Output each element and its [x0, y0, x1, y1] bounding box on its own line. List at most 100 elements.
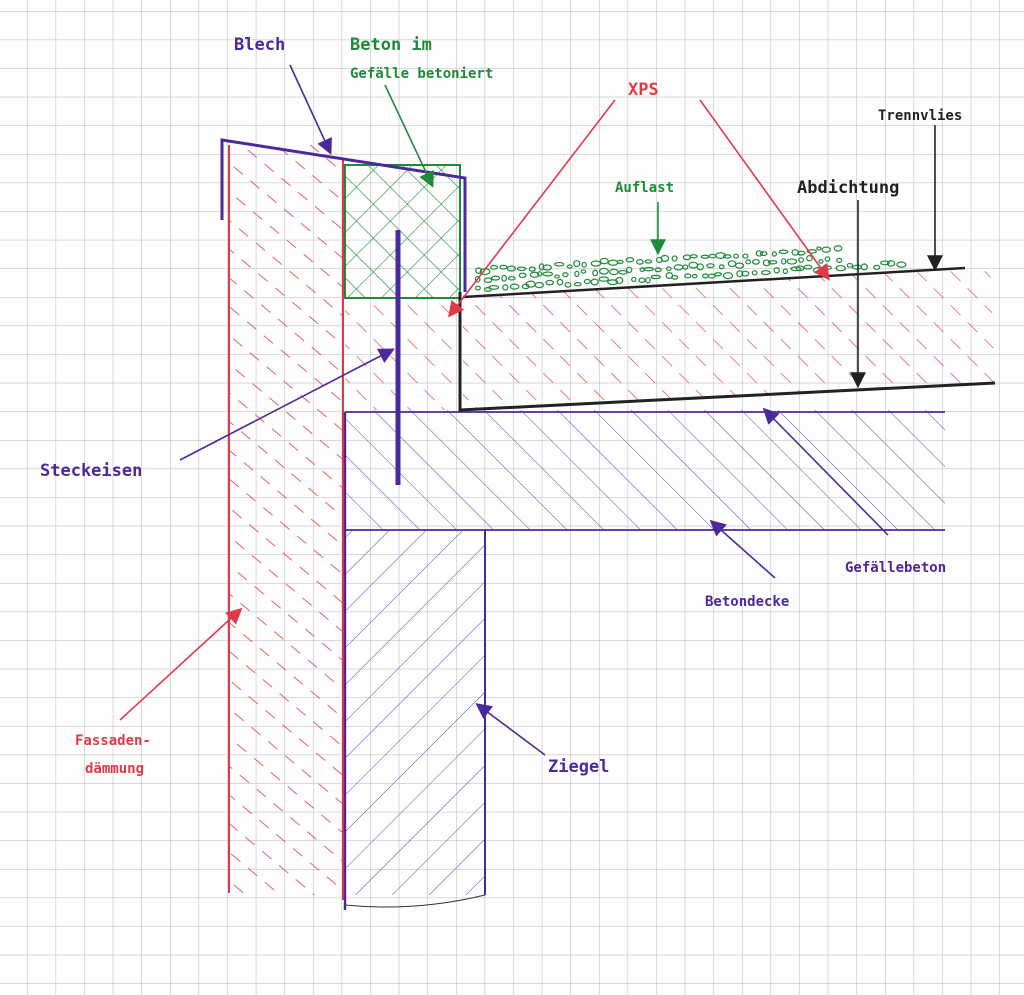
gravel-pebble — [599, 257, 609, 265]
gravel-pebble — [767, 260, 778, 265]
gravel-pebble — [509, 283, 520, 290]
label-auflast: Auflast — [615, 180, 674, 196]
gravel-pebble — [778, 249, 789, 254]
label-steckeisen: Steckeisen — [40, 461, 142, 481]
gravel-pebble — [583, 278, 591, 285]
gravel-pebble — [689, 254, 698, 259]
gravel-pebble — [781, 258, 787, 265]
gravel-pebble — [573, 281, 582, 287]
gravel-pebble — [638, 277, 646, 283]
gravel-pebble — [835, 265, 846, 272]
gravel-pebble — [590, 260, 602, 267]
gravel-pebble — [562, 272, 569, 278]
gravel-pebble — [502, 284, 509, 291]
gravel-pebble — [554, 261, 565, 267]
gravel-ballast — [474, 245, 907, 292]
gravel-pebble — [745, 259, 752, 265]
gravel-pebble — [654, 267, 662, 273]
gravel-pebble — [580, 269, 587, 274]
leader-arrows — [119, 64, 943, 756]
gravel-pebble — [806, 255, 813, 262]
gravel-pebble — [625, 266, 633, 274]
gravel-pebble — [741, 270, 750, 277]
gravel-pebble — [542, 271, 554, 277]
gravel-pebble — [797, 250, 806, 256]
gravel-pebble — [790, 266, 802, 272]
gravel-pebble — [483, 277, 493, 283]
gravel-pebble — [759, 251, 768, 257]
gravel-pebble — [536, 271, 543, 277]
gravel-pebble — [806, 249, 817, 254]
gravel-pebble — [636, 259, 644, 265]
slope-concrete-block — [344, 164, 461, 299]
gravel-pebble — [534, 281, 544, 289]
gravel-pebble — [707, 273, 716, 279]
facade-insulation — [228, 145, 344, 900]
gravel-pebble — [736, 270, 744, 278]
gravel-pebble — [860, 263, 868, 271]
gravel-pebble — [718, 264, 725, 270]
waterproofing — [458, 266, 996, 412]
gravel-pebble — [590, 278, 599, 286]
gravel-pebble — [545, 279, 555, 286]
gravel-pebble — [803, 264, 813, 270]
gravel-pebble — [501, 274, 507, 282]
label-gefaellebeton: Gefällebeton — [845, 560, 946, 576]
gravel-pebble — [786, 258, 798, 265]
label-beton-line1: Beton im — [350, 35, 432, 55]
gravel-pebble — [625, 257, 635, 263]
gravel-pebble — [886, 260, 896, 267]
gravel-pebble — [573, 260, 581, 268]
gravel-pebble — [516, 266, 527, 272]
gravel-pebble — [475, 267, 482, 274]
gravel-pebble — [645, 277, 651, 284]
gravel-pebble — [615, 276, 624, 285]
label-abdichtung: Abdichtung — [797, 178, 899, 198]
gravel-pebble — [490, 275, 501, 281]
label-beton-line2: Gefälle betoniert — [350, 66, 493, 82]
label-xps: XPS — [628, 80, 659, 100]
gravel-pebble — [684, 273, 692, 279]
gravel-pebble — [644, 259, 653, 264]
gravel-pebble — [631, 276, 637, 283]
label-fassaden-line1: Fassaden- — [75, 733, 151, 749]
gravel-pebble — [528, 266, 536, 272]
gravel-pebble — [518, 272, 527, 279]
gravel-pebble — [696, 263, 704, 271]
concrete-slab — [345, 410, 945, 531]
gravel-pebble — [490, 264, 498, 270]
gravel-pebble — [795, 265, 805, 272]
gravel-pebble — [751, 258, 760, 265]
gravel-pebble — [682, 264, 689, 270]
gravel-pebble — [598, 276, 610, 282]
gravel-pebble — [751, 270, 758, 276]
gravel-pebble — [742, 253, 749, 259]
label-trennvlies: Trennvlies — [878, 108, 962, 124]
gravel-pebble — [609, 268, 619, 276]
gravel-pebble — [700, 254, 710, 259]
gravel-pebble — [760, 270, 771, 276]
gravel-pebble — [581, 261, 587, 268]
gravel-pebble — [836, 257, 843, 263]
gravel-pebble — [607, 279, 619, 286]
gravel-pebble — [873, 264, 881, 270]
gravel-pebble — [816, 246, 822, 251]
gravel-pebble — [499, 264, 508, 270]
gravel-pebble — [896, 261, 907, 268]
gravel-pebble — [556, 278, 564, 286]
gravel-pebble — [542, 264, 552, 271]
gravel-pebble — [529, 271, 540, 278]
gravel-pebble — [488, 285, 500, 290]
gravel-pebble — [506, 265, 516, 272]
gravel-pebble — [671, 275, 679, 280]
label-ziegel: Ziegel — [548, 757, 609, 777]
sheet-metal-cap — [220, 138, 467, 292]
gravel-pebble — [722, 272, 734, 280]
label-fassaden-line2: dämmung — [85, 761, 144, 777]
gravel-pebble — [880, 260, 890, 266]
gravel-pebble — [538, 263, 545, 271]
xps-wall-block — [345, 300, 460, 410]
label-betondecke: Betondecke — [705, 594, 789, 610]
gravel-pebble — [762, 259, 771, 267]
